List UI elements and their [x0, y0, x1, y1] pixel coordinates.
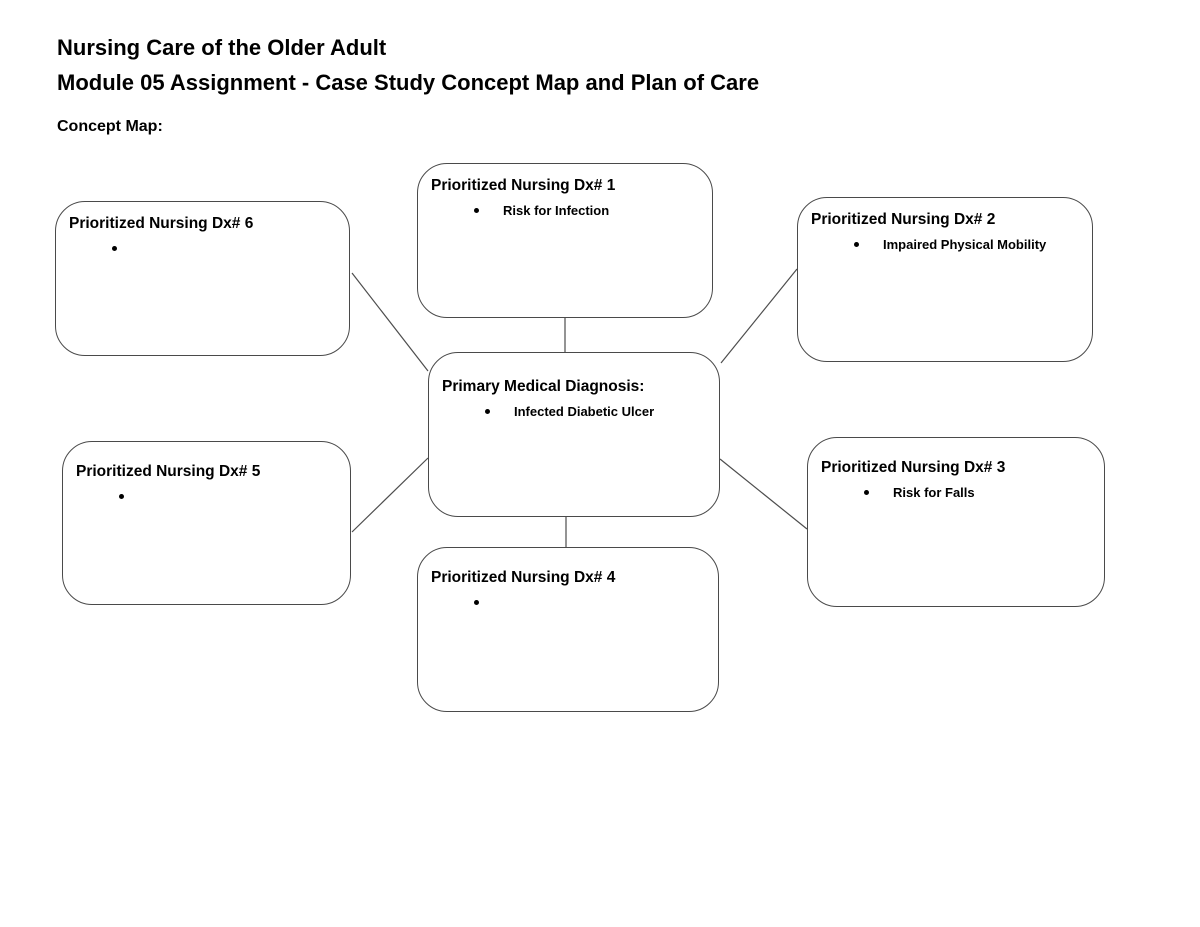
- dx2-title: Prioritized Nursing Dx# 2: [811, 211, 996, 228]
- edge-primary-dx5: [351, 457, 429, 533]
- node-dx2: Prioritized Nursing Dx# 2 Impaired Physi…: [797, 197, 1093, 362]
- dx2-items: Impaired Physical Mobility: [811, 236, 1078, 253]
- edge-dx2-primary: [720, 268, 798, 364]
- dx4-items: [431, 594, 704, 611]
- dx4-item: [474, 594, 704, 611]
- node-dx1: Prioritized Nursing Dx# 1 Risk for Infec…: [417, 163, 713, 318]
- dx4-title: Prioritized Nursing Dx# 4: [431, 569, 616, 586]
- node-dx6: Prioritized Nursing Dx# 6: [55, 201, 350, 356]
- primary-diagnosis-items: Infected Diabetic Ulcer: [442, 403, 705, 420]
- node-dx4: Prioritized Nursing Dx# 4: [417, 547, 719, 712]
- dx3-items: Risk for Falls: [821, 484, 1090, 501]
- dx5-item: [119, 488, 336, 505]
- concept-map-section-label: Concept Map:: [57, 118, 163, 135]
- dx1-items: Risk for Infection: [431, 202, 698, 219]
- node-dx5: Prioritized Nursing Dx# 5: [62, 441, 351, 605]
- dx5-title: Prioritized Nursing Dx# 5: [76, 463, 261, 480]
- node-primary-diagnosis: Primary Medical Diagnosis: Infected Diab…: [428, 352, 720, 517]
- primary-diagnosis-item: Infected Diabetic Ulcer: [485, 403, 705, 420]
- dx6-item: [112, 240, 335, 257]
- node-dx3: Prioritized Nursing Dx# 3 Risk for Falls: [807, 437, 1105, 607]
- dx5-items: [76, 488, 336, 505]
- dx3-item: Risk for Falls: [864, 484, 1090, 501]
- dx1-title: Prioritized Nursing Dx# 1: [431, 177, 616, 194]
- dx6-items: [69, 240, 335, 257]
- dx2-item: Impaired Physical Mobility: [854, 236, 1078, 253]
- dx3-title: Prioritized Nursing Dx# 3: [821, 459, 1006, 476]
- dx6-title: Prioritized Nursing Dx# 6: [69, 215, 254, 232]
- primary-diagnosis-title: Primary Medical Diagnosis:: [442, 378, 645, 395]
- page-title-line-1: Nursing Care of the Older Adult: [57, 35, 387, 60]
- edge-primary-dx3: [719, 458, 808, 530]
- page-title-line-2: Module 05 Assignment - Case Study Concep…: [57, 70, 760, 95]
- dx1-item: Risk for Infection: [474, 202, 698, 219]
- document-header: Nursing Care of the Older Adult Module 0…: [57, 30, 759, 100]
